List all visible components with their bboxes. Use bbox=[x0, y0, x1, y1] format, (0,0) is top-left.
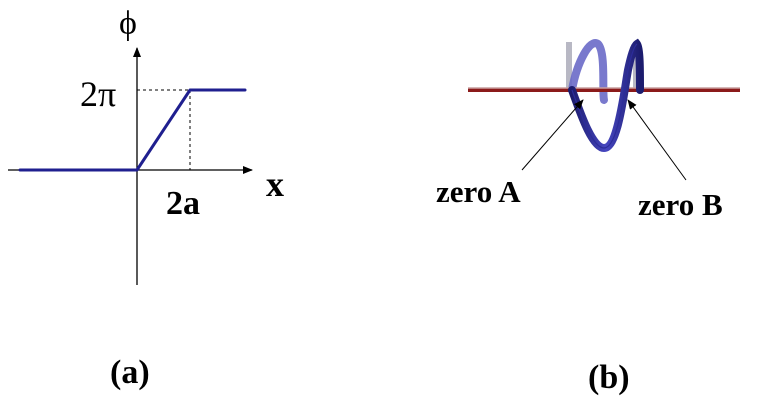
y-axis-label: ϕ bbox=[119, 5, 137, 42]
arrow-zero-b bbox=[627, 99, 687, 181]
panel-b: zero A zero B (b) bbox=[436, 38, 740, 396]
phase-curve bbox=[18, 88, 247, 172]
label-zero-a: zero A bbox=[436, 174, 521, 209]
y-tick-label: 2π bbox=[80, 74, 116, 114]
x-tick-label: 2a bbox=[166, 185, 200, 222]
panel-a: ϕ 2π x 2a (a) bbox=[8, 5, 284, 391]
arrow-zero-a bbox=[521, 99, 584, 171]
caption-b: (b) bbox=[588, 359, 630, 396]
x-axis-label: x bbox=[266, 164, 284, 204]
wave-outline bbox=[571, 43, 638, 149]
caption-a: (a) bbox=[110, 354, 150, 391]
label-zero-b: zero B bbox=[638, 187, 723, 222]
ghost-left bbox=[566, 42, 572, 90]
wave-back bbox=[568, 39, 608, 104]
